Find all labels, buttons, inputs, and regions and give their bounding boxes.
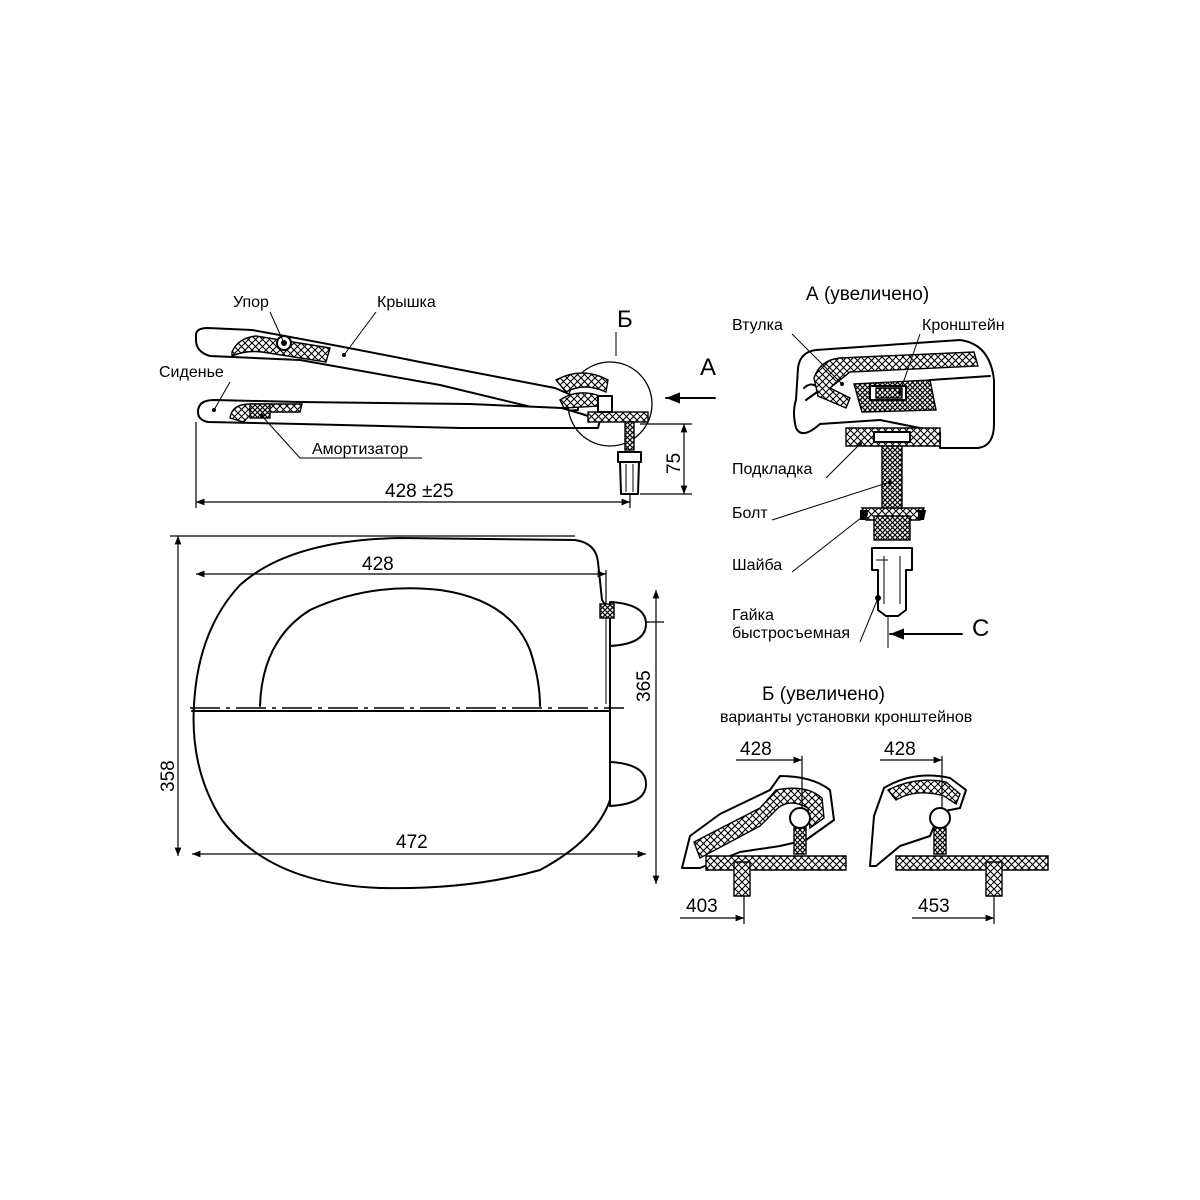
detail-a-bolt: [881, 445, 903, 517]
variant-2-top-dim: 428: [884, 739, 916, 760]
top-view: 428 358 365 472: [158, 535, 664, 890]
detail-a-title: А (увеличено): [806, 284, 929, 305]
length-tol-dim: 428 ±25: [385, 481, 454, 502]
detail-a-shell-hatch: [813, 351, 979, 409]
detail-b-title: Б (увеличено): [762, 684, 885, 705]
total-length-dim: 472: [396, 832, 428, 853]
seat-top-opening: [259, 587, 541, 707]
half-width-dim: 365: [634, 670, 655, 702]
detail-b-subtitle: варианты установки кронштейнов: [720, 709, 972, 726]
total-width-dim: 358: [158, 760, 179, 792]
nut-label-line1: Гайка: [732, 607, 774, 624]
bolt-height-dim: 75: [664, 453, 685, 474]
nut-label-line2: быстросъемная: [732, 625, 850, 642]
detail-b-variant-1: 428 403: [680, 739, 847, 924]
side-bolt: [624, 421, 635, 451]
seat-hatch: [229, 403, 303, 423]
washer-label: Шайба: [732, 557, 782, 574]
damper-block: [249, 403, 271, 419]
side-view: А Б Упор Крышка Сиденье Амортизатор 75 4…: [159, 294, 716, 508]
c-mark: С: [972, 615, 989, 642]
variant-2-bottom-dim: 453: [918, 896, 950, 917]
lid-label: Крышка: [377, 294, 436, 311]
pad-label: Подкладка: [732, 461, 812, 478]
bushing-label: Втулка: [732, 317, 783, 334]
bolt-label: Болт: [732, 505, 768, 522]
detail-b-variant-2: 428 453: [869, 739, 1049, 924]
stop-label: Упор: [233, 294, 269, 311]
damper-label: Амортизатор: [312, 441, 408, 458]
detail-b: Б (увеличено) варианты установки кронште…: [680, 684, 1049, 924]
variant-1-bottom-dim: 403: [686, 896, 718, 917]
view-a-label: А: [700, 354, 716, 381]
detail-a: А (увеличено) С Втулка Кронштейн: [732, 284, 1005, 648]
bracket-label: Кронштейн: [922, 317, 1005, 334]
detail-b-label: Б: [617, 306, 633, 333]
top-length-dim: 428: [362, 554, 394, 575]
seat-label: Сиденье: [159, 364, 224, 381]
seat-top-outline: [192, 537, 611, 890]
variant-1-top-dim: 428: [740, 739, 772, 760]
detail-a-nut: [871, 547, 913, 617]
